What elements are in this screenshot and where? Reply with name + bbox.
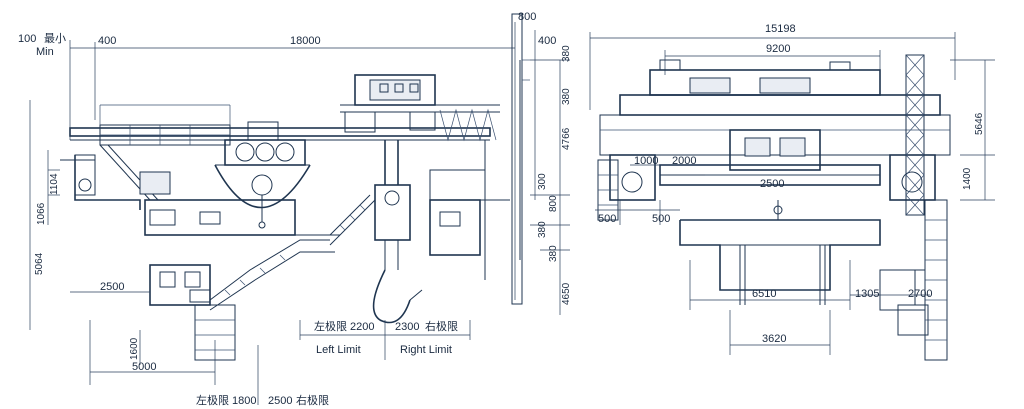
dim-800-mid: 800 [548,195,559,212]
limit-lower-right-value: 2500 [268,395,292,407]
dim-2700: 2700 [908,288,932,300]
limit-lower-left-cn: 左极限 [196,393,229,407]
dim-1400: 1400 [962,167,973,190]
dim-380-c: 380 [537,221,548,238]
limit-upper-right-en: Right Limit [400,344,452,356]
dim-4766: 4766 [561,127,572,150]
dim-500-b: 500 [652,213,670,225]
dim-1000: 1000 [634,155,658,167]
dim-1066: 1066 [36,202,47,225]
dim-6510: 6510 [752,288,776,300]
dim-min-en: Min [36,46,54,58]
limit-upper-left-en: Left Limit [316,344,361,356]
dim-400-right: 400 [538,35,556,47]
dim-2500-left: 2500 [100,281,124,293]
dim-380-a: 380 [561,45,572,62]
dim-300: 300 [537,173,548,190]
dim-18000: 18000 [290,35,321,47]
limit-upper-left-cn: 左极限 [314,319,347,333]
limit-lower-right-cn: 右极限 [296,393,329,407]
dim-3620: 3620 [762,333,786,345]
dim-380-b: 380 [561,88,572,105]
dim-500-a: 500 [598,213,616,225]
dim-380-d: 380 [548,245,559,262]
dim-5064: 5064 [34,252,45,275]
dim-400-top: 400 [98,35,116,47]
dim-1600: 1600 [129,337,140,360]
dim-2500-right: 2500 [760,178,784,190]
limit-upper-left-value: 2200 [350,321,374,333]
dim-800-top: 800 [518,11,536,23]
dim-4650: 4650 [561,282,572,305]
dim-1104: 1104 [49,173,60,195]
dim-min-cn: 最小 [44,32,66,45]
side-elevation-view [29,13,570,405]
dim-1305: 1305 [855,288,879,300]
dim-9200: 9200 [766,43,790,55]
limit-upper-right-cn: 右极限 [425,319,458,333]
dim-2000: 2000 [672,155,696,167]
end-elevation-view [589,32,995,361]
limit-lower-left-value: 1800 [232,395,256,407]
limit-upper-right-value: 2300 [395,321,419,333]
dim-min-value: 100 [18,33,36,45]
dim-5000: 5000 [132,361,156,373]
dim-5646: 5646 [974,112,985,135]
dim-15198: 15198 [765,23,796,35]
